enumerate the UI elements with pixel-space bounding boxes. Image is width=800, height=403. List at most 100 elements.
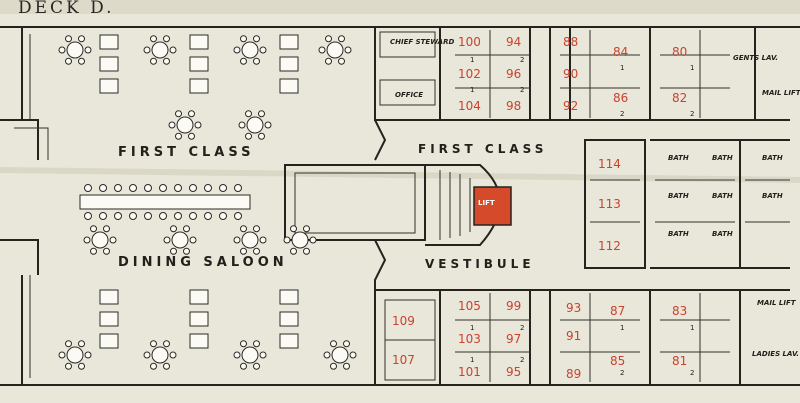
berth-mark: 1	[470, 356, 474, 364]
chair	[150, 340, 157, 348]
chair	[290, 225, 297, 233]
chair	[258, 110, 265, 118]
berth-mark: 1	[470, 86, 474, 94]
chair	[163, 362, 170, 370]
bath-label: BATH	[668, 230, 689, 238]
cabin-number: 102	[458, 67, 481, 81]
chair	[83, 236, 91, 244]
berth-mark: 1	[690, 64, 694, 72]
round-table	[176, 116, 194, 134]
berth-mark: 2	[520, 56, 524, 64]
chair	[65, 35, 72, 43]
cabin-number: 97	[506, 332, 521, 346]
chair	[65, 57, 72, 65]
chair	[99, 184, 107, 192]
round-table	[291, 231, 309, 249]
berth-mark: 2	[520, 356, 524, 364]
chair	[143, 46, 151, 54]
round-table	[246, 116, 264, 134]
cabin-number: 86	[613, 91, 628, 105]
cabin-number: 81	[672, 354, 687, 368]
chair	[90, 225, 97, 233]
berth-mark: 1	[470, 56, 474, 64]
chair	[253, 225, 260, 233]
cabin-number: 107	[392, 353, 415, 367]
chair	[343, 362, 350, 370]
bath-label: BATH	[712, 154, 733, 162]
chair	[259, 46, 267, 54]
chair	[65, 340, 72, 348]
chair	[150, 57, 157, 65]
chair	[143, 351, 151, 359]
cabin-number: 82	[672, 91, 687, 105]
saloon-tables-top	[58, 34, 352, 140]
round-table	[66, 41, 84, 59]
chair	[114, 212, 122, 220]
chair	[174, 212, 182, 220]
berth-mark: 1	[620, 324, 624, 332]
chair	[259, 236, 267, 244]
bath-label: BATH	[668, 192, 689, 200]
chair	[233, 236, 241, 244]
chair	[234, 212, 242, 220]
chair	[204, 184, 212, 192]
chair	[103, 247, 110, 255]
chair	[253, 35, 260, 43]
chair	[58, 351, 66, 359]
bath-label: BATH	[668, 154, 689, 162]
chair	[188, 132, 195, 140]
chair	[325, 35, 332, 43]
chair	[240, 362, 247, 370]
cabin-number: 91	[566, 329, 581, 343]
chair	[323, 351, 331, 359]
round-table	[66, 346, 84, 364]
chair	[183, 247, 190, 255]
chair	[189, 184, 197, 192]
berth-mark: 2	[520, 86, 524, 94]
gents-lav-label: GENTS LAV.	[733, 54, 778, 62]
chair	[163, 35, 170, 43]
chair	[253, 57, 260, 65]
long-table-chairs	[84, 184, 242, 220]
cabin-number: 96	[506, 67, 521, 81]
chair	[303, 225, 310, 233]
chair	[163, 57, 170, 65]
lift	[473, 186, 512, 226]
berth-mark: 1	[470, 324, 474, 332]
chair	[338, 35, 345, 43]
cabin-number: 114	[598, 157, 621, 171]
chair	[65, 362, 72, 370]
saloon-label-dining: DINING SALOON	[118, 255, 288, 270]
chair	[163, 340, 170, 348]
chair	[309, 236, 317, 244]
cabin-number: 104	[458, 99, 481, 113]
chair	[78, 57, 85, 65]
cabin-number: 112	[598, 239, 621, 253]
chair	[159, 184, 167, 192]
cabin-number: 85	[610, 354, 625, 368]
booth-table	[99, 333, 119, 349]
round-table	[241, 231, 259, 249]
chair	[175, 110, 182, 118]
booth-table	[189, 333, 209, 349]
chair	[240, 247, 247, 255]
chair	[168, 121, 176, 129]
cabin-number: 99	[506, 299, 521, 313]
booth-table	[279, 56, 299, 72]
chair	[58, 46, 66, 54]
round-table	[241, 41, 259, 59]
chair	[159, 212, 167, 220]
chair	[189, 212, 197, 220]
chair	[253, 340, 260, 348]
chair	[183, 225, 190, 233]
booth-table	[189, 311, 209, 327]
bath-label: BATH	[712, 192, 733, 200]
booth-table	[279, 289, 299, 305]
chair	[234, 184, 242, 192]
office-label: OFFICE	[395, 91, 423, 99]
round-table	[241, 346, 259, 364]
chair	[175, 132, 182, 140]
chair	[240, 225, 247, 233]
bath-label: BATH	[712, 230, 733, 238]
